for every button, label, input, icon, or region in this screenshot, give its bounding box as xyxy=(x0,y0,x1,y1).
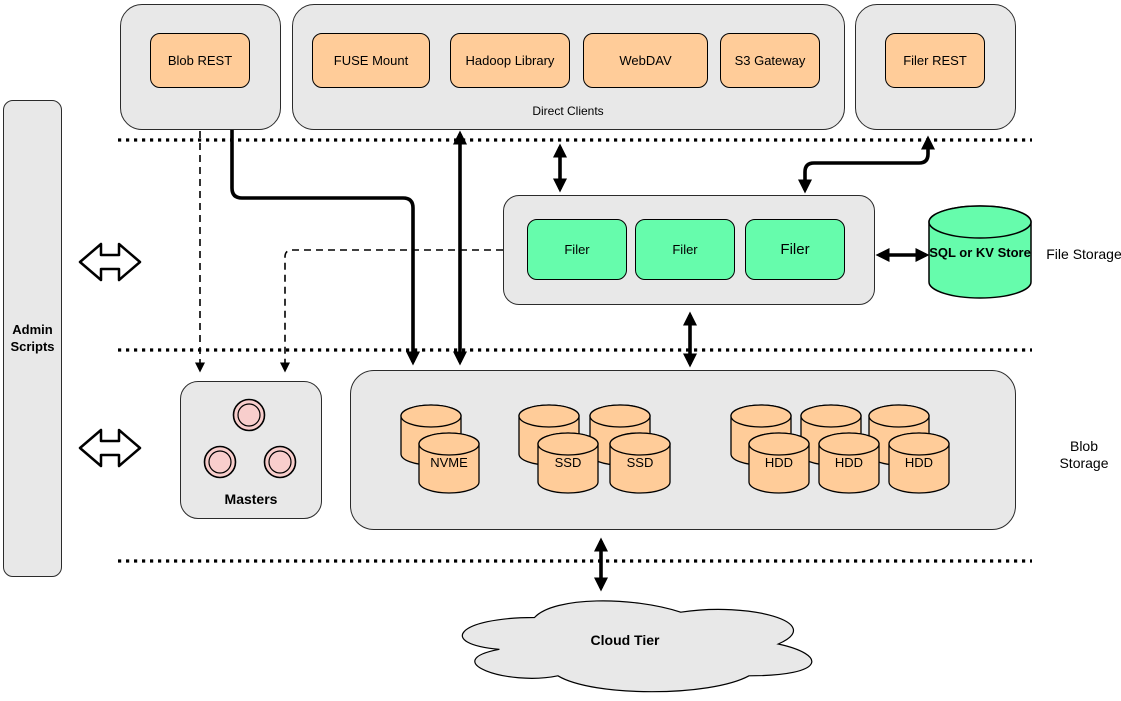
blob-rest-node: Blob REST xyxy=(150,33,250,88)
webdav-node: WebDAV xyxy=(583,33,708,88)
hdd-label-2: HDD xyxy=(834,454,864,470)
arrow-filerrest-filers xyxy=(798,135,935,194)
filer-rest-label: Filer REST xyxy=(903,53,967,68)
dashed-filers-to-masters xyxy=(280,249,503,373)
nvme-label: NVME xyxy=(430,454,468,470)
ssd-label-2: SSD xyxy=(626,454,654,470)
hdd-label-1: HDD xyxy=(764,454,794,470)
masters-label: Masters xyxy=(224,491,278,508)
admin-filestorage-doublearrow-icon xyxy=(78,242,142,282)
arrow-blobrest-to-blobstorage xyxy=(230,130,420,366)
filer-node-3: Filer xyxy=(745,219,845,280)
hadoop-library-label: Hadoop Library xyxy=(465,53,555,68)
blob-storage-row-label: Blob Storage xyxy=(1059,437,1109,472)
filer-label-1: Filer xyxy=(564,242,590,257)
filer-node-1: Filer xyxy=(527,219,627,280)
hadoop-library-node: Hadoop Library xyxy=(450,33,570,88)
fuse-mount-node: FUSE Mount xyxy=(312,33,430,88)
hdd-label-3: HDD xyxy=(904,454,934,470)
s3-gateway-node: S3 Gateway xyxy=(720,33,820,88)
direct-clients-caption: Direct Clients xyxy=(532,103,604,118)
filer-rest-node: Filer REST xyxy=(885,33,985,88)
webdav-label: WebDAV xyxy=(619,53,672,68)
fuse-mount-label: FUSE Mount xyxy=(333,53,409,68)
filer-label-2: Filer xyxy=(672,242,698,257)
cloud-tier-label: Cloud Tier xyxy=(590,632,660,649)
filer-node-2: Filer xyxy=(635,219,735,280)
blob-rest-label: Blob REST xyxy=(167,53,233,68)
file-storage-row-label: File Storage xyxy=(1046,246,1121,263)
filer-label-3: Filer xyxy=(780,241,810,258)
admin-scripts-label: Admin Scripts xyxy=(10,322,55,354)
ssd-label-1: SSD xyxy=(554,454,582,470)
s3-gateway-label: S3 Gateway xyxy=(734,53,806,68)
admin-scripts-box xyxy=(3,100,62,577)
admin-blobstorage-doublearrow-icon xyxy=(78,428,142,468)
blob-storage-box xyxy=(350,370,1016,530)
kvstore-label: SQL or KV Store xyxy=(929,244,1031,260)
